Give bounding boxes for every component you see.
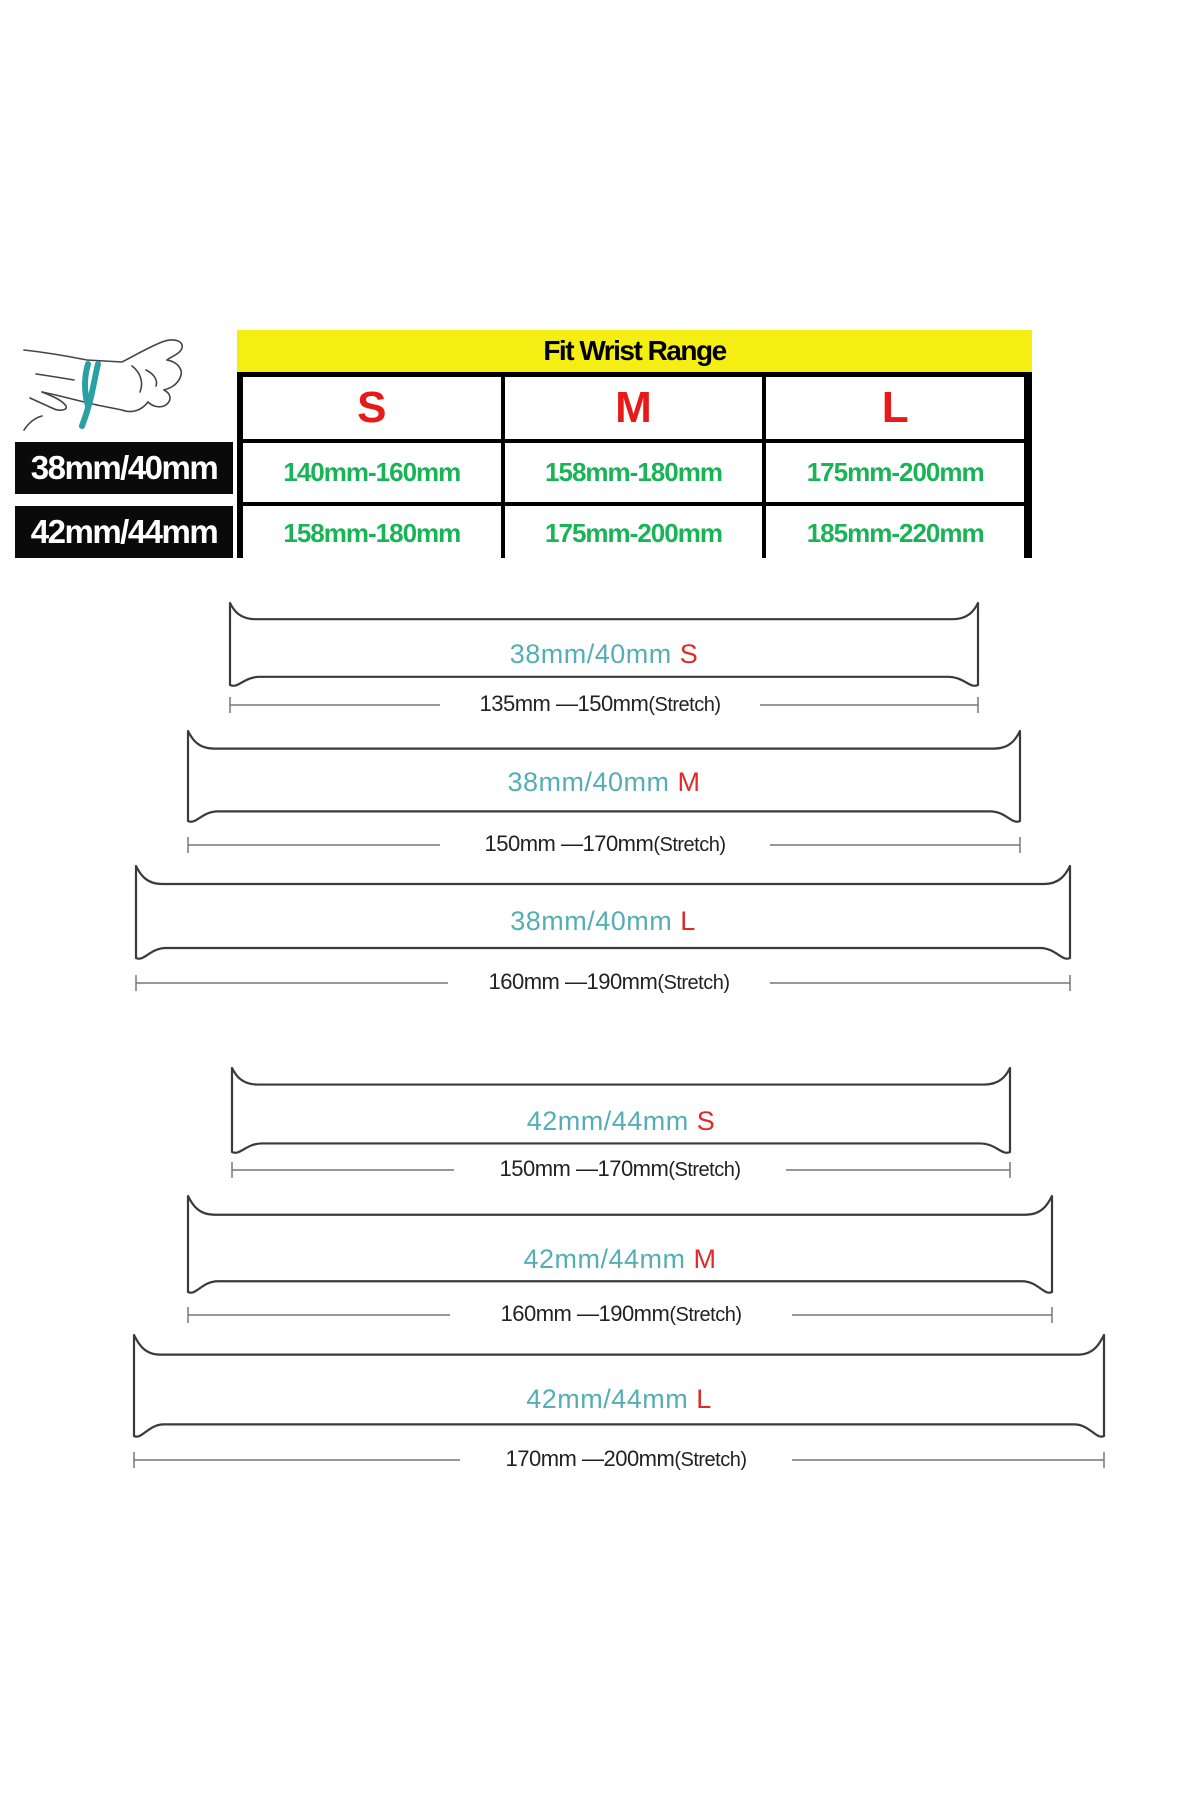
band-outline [132, 1333, 1106, 1438]
band-size: L [696, 1384, 712, 1414]
band-str-text: 150mm [577, 691, 649, 716]
table-title: Fit Wrist Range [237, 330, 1032, 372]
band-size: M [693, 1244, 717, 1274]
band-stretch-text: (Stretch) [669, 1304, 742, 1326]
size-header-m: M [504, 377, 763, 439]
band-dimension-label: 150mm —170mm(Stretch) [493, 1156, 747, 1182]
band-outline [134, 864, 1072, 960]
band-dash-text: — [581, 1446, 604, 1471]
range-42-44-m: 175mm-200mm [504, 506, 763, 561]
range-38-40-s: 140mm-160mm [243, 443, 501, 502]
band-len-text: 160mm [488, 969, 565, 994]
band-model: 42mm/44mm [523, 1244, 686, 1274]
band-dash-text: — [555, 691, 578, 716]
band-dash-text: — [560, 831, 583, 856]
band-outline [230, 1066, 1012, 1154]
size-header-l: L [766, 377, 1024, 439]
band-str-text: 200mm [603, 1446, 675, 1471]
band-size: M [677, 767, 701, 797]
band-dimension-label: 135mm —150mm(Stretch) [473, 691, 727, 717]
band-outline [186, 1194, 1054, 1294]
band-stretch-text: (Stretch) [657, 972, 730, 994]
band-size: S [696, 1106, 716, 1136]
band-dimension-label: 150mm —170mm(Stretch) [478, 831, 732, 857]
band-str-text: 170mm [582, 831, 654, 856]
row-label-42-44: 42mm/44mm [15, 506, 233, 558]
band-str-text: 170mm [597, 1156, 669, 1181]
band-model: 38mm/40mm [507, 767, 670, 797]
band-model: 38mm/40mm [509, 639, 672, 669]
band-model: 42mm/44mm [526, 1106, 689, 1136]
range-42-44-l: 185mm-220mm [766, 506, 1024, 561]
band-str-text: 190mm [598, 1301, 670, 1326]
band-len-text: 160mm [500, 1301, 577, 1326]
wrist-measure-illustration [23, 339, 183, 431]
band-stretch-text: (Stretch) [674, 1449, 747, 1471]
band-outline [186, 729, 1022, 823]
band-dimension-label: 170mm —200mm(Stretch) [499, 1446, 753, 1472]
band-stretch-text: (Stretch) [648, 694, 721, 716]
band-len-text: 150mm [499, 1156, 576, 1181]
band-len-text: 135mm [479, 691, 556, 716]
band-len-text: 170mm [505, 1446, 582, 1471]
band-model: 38mm/40mm [510, 906, 673, 936]
band-dash-text: — [575, 1156, 598, 1181]
range-38-40-l: 175mm-200mm [766, 443, 1024, 502]
band-dash-text: — [576, 1301, 599, 1326]
band-stretch-text: (Stretch) [668, 1159, 741, 1181]
band-dimension-label: 160mm —190mm(Stretch) [482, 969, 736, 995]
band-str-text: 190mm [586, 969, 658, 994]
size-header-s: S [243, 377, 501, 439]
row-label-38-40: 38mm/40mm [15, 442, 233, 494]
band-dash-text: — [564, 969, 587, 994]
size-table: S M L 140mm-160mm 158mm-180mm 175mm-200m… [237, 372, 1032, 561]
range-42-44-s: 158mm-180mm [243, 506, 501, 561]
band-model: 42mm/44mm [526, 1384, 689, 1414]
band-len-text: 150mm [484, 831, 561, 856]
band-outline [228, 601, 980, 687]
band-size: S [679, 639, 699, 669]
band-stretch-text: (Stretch) [653, 834, 726, 856]
range-38-40-m: 158mm-180mm [504, 443, 763, 502]
band-size: L [680, 906, 696, 936]
band-dimension-label: 160mm —190mm(Stretch) [494, 1301, 748, 1327]
